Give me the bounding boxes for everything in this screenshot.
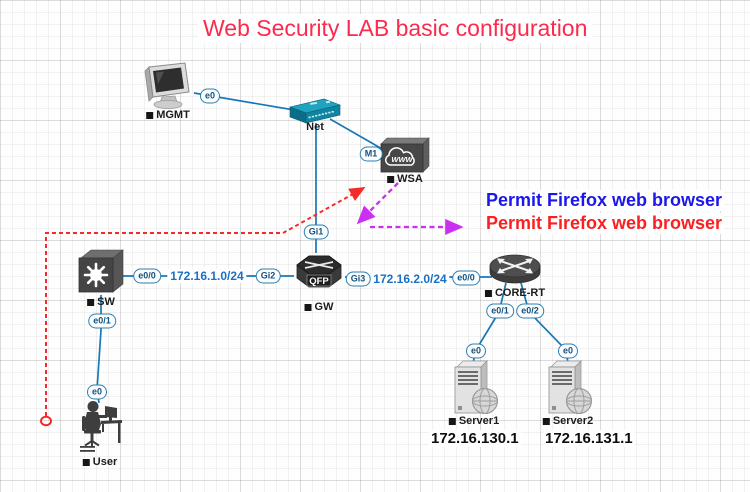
iface-core-e00: e0/0	[452, 270, 480, 286]
label-marker-icon	[484, 289, 492, 297]
node-label-user: User	[92, 456, 118, 468]
iface-sw-e01: e0/1	[88, 313, 116, 329]
iface-user-e0: e0	[86, 384, 108, 400]
node-user[interactable]: User	[76, 398, 124, 468]
node-server1[interactable]: Server1	[447, 359, 501, 427]
node-core-rt[interactable]: CORE-RT	[484, 253, 545, 299]
web-security-appliance-icon: WWW	[380, 137, 430, 173]
iface-sw-e00: e0/0	[133, 268, 161, 284]
server-icon	[548, 360, 592, 414]
iface-core-e02: e0/2	[516, 303, 544, 319]
label-marker-icon	[448, 417, 456, 425]
node-label-server1: Server1	[458, 415, 500, 427]
multilayer-switch-icon	[78, 249, 124, 293]
gw-qfp-text: QFP	[309, 276, 329, 287]
label-marker-icon	[387, 175, 395, 183]
iface-gw-gi1: Gi1	[303, 224, 329, 240]
server1-ip-text[interactable]: 172.16.130.1	[429, 430, 521, 447]
node-label-wsa: WSA	[397, 173, 423, 185]
iface-gw-gi2: Gi2	[255, 268, 281, 284]
label-marker-icon	[146, 111, 154, 119]
node-label-server2: Server2	[552, 415, 594, 427]
server2-ip-text[interactable]: 172.16.131.1	[543, 430, 635, 447]
red-arrow-start-circle[interactable]	[40, 415, 52, 427]
node-wsa[interactable]: WWW WSA	[376, 135, 434, 185]
qfp-router-icon: QFP	[296, 255, 342, 288]
node-net[interactable]: Net	[287, 96, 343, 133]
node-gw[interactable]: QFP GW	[290, 248, 348, 313]
ethernet-switch-icon	[288, 98, 342, 124]
iface-gw-gi3: Gi3	[345, 271, 371, 287]
link-net-wsa[interactable]	[329, 118, 385, 151]
magenta-dashed-arrow-diagonal[interactable]	[356, 182, 399, 225]
node-mgmt[interactable]: MGMT	[138, 62, 198, 121]
label-marker-icon	[82, 458, 90, 466]
diagram-title[interactable]: Web Security LAB basic configuration	[198, 14, 593, 43]
node-label-mgmt: MGMT	[156, 109, 190, 121]
node-label-sw: SW	[97, 296, 115, 308]
iface-server1-e0: e0	[465, 343, 487, 359]
permit-firefox-text-blue[interactable]: Permit Firefox web browser	[484, 190, 725, 211]
node-sw[interactable]: SW	[75, 247, 127, 308]
node-label-net: Net	[306, 121, 324, 133]
red-dashed-arrow[interactable]	[45, 187, 366, 416]
pc-icon	[144, 62, 190, 109]
server-icon	[454, 360, 498, 414]
iface-mgmt-e0: e0	[199, 88, 221, 104]
node-label-core-rt: CORE-RT	[494, 287, 546, 299]
subnet-label-gw-core: 172.16.2.0/24	[370, 272, 450, 286]
iface-server2-e0: e0	[557, 343, 579, 359]
node-server2[interactable]: Server2	[541, 359, 595, 427]
svg-text:WWW: WWW	[391, 155, 413, 164]
router-icon	[489, 254, 541, 284]
permit-firefox-text-red[interactable]: Permit Firefox web browser	[484, 213, 725, 234]
iface-core-e01: e0/1	[486, 303, 514, 319]
label-marker-icon	[87, 298, 95, 306]
node-label-gw: GW	[314, 301, 334, 313]
label-marker-icon	[304, 303, 312, 311]
iface-wsa-m1: M1	[359, 146, 383, 162]
label-marker-icon	[542, 417, 550, 425]
user-at-desk-icon	[80, 401, 122, 452]
subnet-label-sw-gw: 172.16.1.0/24	[167, 269, 247, 283]
